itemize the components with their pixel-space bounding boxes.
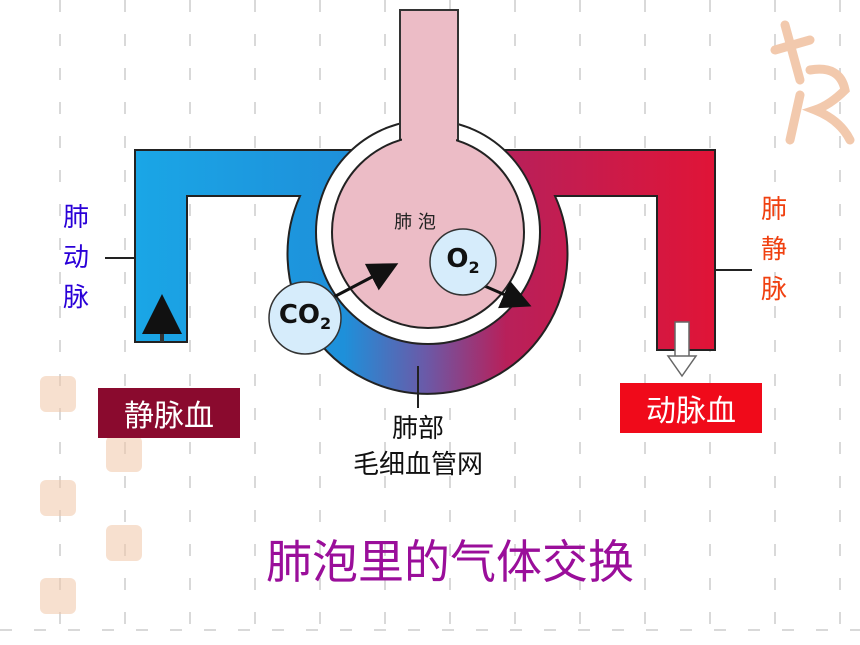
alveolus-label: 肺 泡 [394, 212, 436, 233]
decorative-seal-icon [106, 525, 142, 561]
co2-diffusion-arrow [327, 263, 399, 302]
decorative-seal-icon [40, 376, 76, 412]
o2-diffusion-arrow [479, 280, 532, 309]
co2-label: CO2 [265, 300, 345, 333]
airway-tube [399, 9, 459, 151]
diagram-title: 肺泡里的气体交换 [266, 535, 634, 589]
co2-subscript: 2 [320, 314, 332, 334]
o2-subscript: 2 [468, 258, 480, 278]
arterial-flow-arrow [666, 321, 698, 378]
arterial-blood-tag: 动脉血 [620, 383, 762, 433]
decorative-seal-icon [106, 436, 142, 472]
capillary-label-line2: 毛细血管网 [352, 450, 483, 480]
decorative-seal-icon [40, 578, 76, 614]
o2-label: O2 [428, 244, 498, 277]
o2-text: O [446, 244, 469, 274]
co2-text: CO [278, 300, 321, 330]
o2-bubble [429, 228, 497, 296]
capillary-label-line1: 肺部 [391, 414, 444, 444]
co2-bubble [268, 281, 342, 355]
pulmonary-artery-label: 肺动脉 [62, 203, 89, 313]
calligraphy-decoration-icon [770, 20, 855, 145]
venous-blood-tag: 静脉血 [98, 388, 240, 438]
pulmonary-vein-label: 肺静脉 [760, 195, 787, 305]
decorative-seal-icon [40, 480, 76, 516]
